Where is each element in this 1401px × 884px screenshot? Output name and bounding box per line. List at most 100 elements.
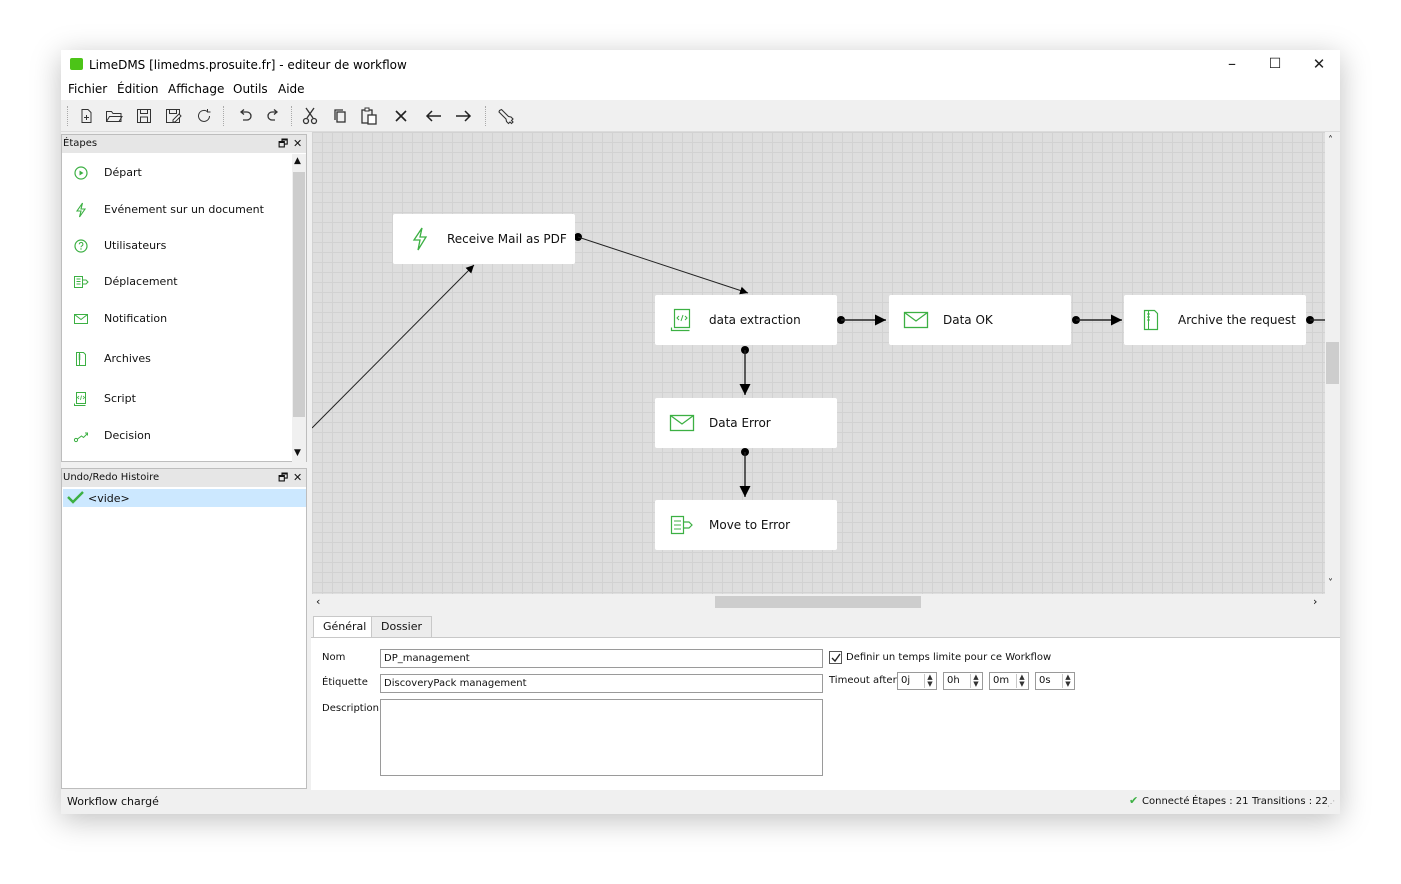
etiquette-input[interactable]: DiscoveryPack management — [380, 674, 823, 693]
timeout-hours-spinbox[interactable]: 0h ▲▼ — [943, 672, 983, 690]
app-window: LimeDMS [limedms.prosuite.fr] - editeur … — [61, 50, 1340, 814]
step-item-label: Utilisateurs — [104, 239, 167, 252]
mail-icon — [669, 414, 695, 432]
redo-icon[interactable] — [261, 105, 285, 127]
close-panel-icon[interactable]: ✕ — [293, 471, 303, 484]
undo-icon[interactable] — [233, 105, 257, 127]
steps-panel-scrollbar[interactable]: ▲ ▼ — [292, 154, 306, 462]
lightning-icon — [412, 227, 428, 251]
menu-aide[interactable]: Aide — [278, 82, 305, 96]
start-icon — [74, 166, 88, 180]
step-item-label: Decision — [104, 429, 151, 442]
arrow-left-icon[interactable] — [422, 105, 446, 127]
step-item-archives[interactable]: Archives — [62, 349, 292, 369]
delete-icon[interactable] — [389, 105, 413, 127]
history-item[interactable]: <vide> — [63, 489, 306, 507]
minimize-button[interactable]: – — [1228, 54, 1236, 73]
spin-arrows-icon[interactable]: ▲▼ — [970, 674, 981, 688]
step-item-label: Script — [104, 392, 136, 405]
step-item-notification[interactable]: Notification — [62, 309, 292, 329]
paste-icon[interactable] — [357, 105, 381, 127]
connected-check-icon: ✔ — [1129, 794, 1139, 807]
nom-input[interactable]: DP_management — [380, 649, 823, 668]
close-button[interactable]: ✕ — [1312, 55, 1326, 73]
timeout-seconds-spinbox[interactable]: 0s ▲▼ — [1035, 672, 1075, 690]
timeout-seconds-value: 0s — [1039, 675, 1051, 686]
save-icon[interactable] — [132, 105, 156, 127]
resize-grip-icon[interactable]: ⋰ — [1327, 799, 1335, 808]
node-move-to-error[interactable]: Move to Error — [655, 500, 837, 550]
timeout-hours-value: 0h — [947, 675, 960, 686]
save-as-icon[interactable] — [162, 105, 186, 127]
step-item-evenement[interactable]: Evénement sur un document — [62, 200, 292, 220]
question-icon — [74, 239, 88, 253]
step-item-label: Archives — [104, 352, 151, 365]
canvas-vertical-scrollbar[interactable]: ˄ ˅ — [1325, 132, 1340, 594]
menu-outils[interactable]: Outils — [233, 82, 268, 96]
scroll-down-icon[interactable]: ˅ — [1328, 578, 1333, 589]
connection-status: Connecté — [1142, 796, 1190, 807]
scroll-up-icon[interactable]: ▲ — [294, 156, 301, 166]
step-item-decision[interactable]: Decision — [62, 426, 292, 446]
tab-dossier[interactable]: Dossier — [371, 616, 433, 637]
workflow-canvas[interactable]: Receive Mail as PDF data extraction Data… — [312, 132, 1325, 594]
float-panel-icon[interactable]: 🗗 — [278, 137, 289, 150]
node-data-error[interactable]: Data Error — [655, 398, 837, 448]
properties-body: Nom DP_management Étiquette DiscoveryPac… — [311, 637, 1340, 790]
node-archive-request[interactable]: Archive the request — [1124, 295, 1306, 345]
scrollbar-thumb[interactable] — [715, 596, 921, 608]
step-item-script[interactable]: Script — [62, 389, 292, 409]
transitions-count: Transitions : 22 — [1252, 796, 1329, 807]
checkmark-icon — [67, 491, 84, 504]
new-file-icon[interactable] — [74, 105, 98, 127]
node-data-ok[interactable]: Data OK — [889, 295, 1071, 345]
copy-icon[interactable] — [328, 105, 352, 127]
settings-wrench-icon[interactable] — [494, 105, 518, 127]
step-item-utilisateurs[interactable]: Utilisateurs — [62, 236, 292, 256]
spin-arrows-icon[interactable]: ▲▼ — [924, 674, 935, 688]
script-icon — [670, 308, 691, 332]
canvas-horizontal-scrollbar[interactable]: ‹ › — [312, 594, 1340, 610]
connector-receive-to-extraction — [577, 236, 749, 295]
lightning-icon — [75, 202, 87, 218]
close-panel-icon[interactable]: ✕ — [293, 137, 303, 150]
menu-affichage[interactable]: Affichage — [168, 82, 225, 96]
menu-edition[interactable]: Édition — [117, 82, 159, 96]
limedms-app-icon — [70, 58, 83, 70]
toolbar-separator — [67, 106, 68, 126]
maximize-button[interactable]: ☐ — [1268, 56, 1282, 72]
timeout-minutes-spinbox[interactable]: 0m ▲▼ — [989, 672, 1029, 690]
mail-icon — [903, 311, 929, 329]
menu-fichier[interactable]: Fichier — [68, 82, 108, 96]
timelimit-checkbox[interactable] — [829, 651, 842, 664]
scroll-down-icon[interactable]: ▼ — [294, 448, 301, 458]
scroll-up-icon[interactable]: ˄ — [1328, 135, 1333, 146]
move-icon — [670, 515, 693, 535]
cut-icon[interactable] — [298, 105, 322, 127]
refresh-icon[interactable] — [192, 105, 216, 127]
node-label: Archive the request — [1178, 313, 1296, 327]
step-item-label: Départ — [104, 166, 142, 179]
node-data-extraction[interactable]: data extraction — [655, 295, 837, 345]
node-label: data extraction — [709, 313, 801, 327]
open-folder-icon[interactable] — [102, 105, 126, 127]
step-item-deplacement[interactable]: Déplacement — [62, 272, 292, 292]
timeout-days-value: 0j — [901, 675, 911, 686]
spin-arrows-icon[interactable]: ▲▼ — [1062, 674, 1073, 688]
scroll-left-icon[interactable]: ‹ — [316, 595, 321, 608]
arrow-right-icon[interactable] — [451, 105, 475, 127]
node-receive-mail[interactable]: Receive Mail as PDF — [393, 214, 575, 264]
scrollbar-thumb[interactable] — [1326, 342, 1339, 384]
spin-arrows-icon[interactable]: ▲▼ — [1016, 674, 1027, 688]
float-panel-icon[interactable]: 🗗 — [278, 471, 289, 484]
step-item-depart[interactable]: Départ — [62, 163, 292, 183]
toolbar-separator — [485, 106, 486, 126]
history-panel-header: Undo/Redo Histoire 🗗 ✕ — [62, 469, 306, 487]
timeout-days-spinbox[interactable]: 0j ▲▼ — [897, 672, 937, 690]
tab-general[interactable]: Général — [313, 616, 377, 638]
connector-into-receive-mail — [312, 264, 475, 429]
scrollbar-thumb[interactable] — [293, 172, 305, 417]
description-textarea[interactable] — [380, 699, 823, 776]
scroll-right-icon[interactable]: › — [1313, 595, 1318, 608]
timeout-minutes-value: 0m — [993, 675, 1010, 686]
